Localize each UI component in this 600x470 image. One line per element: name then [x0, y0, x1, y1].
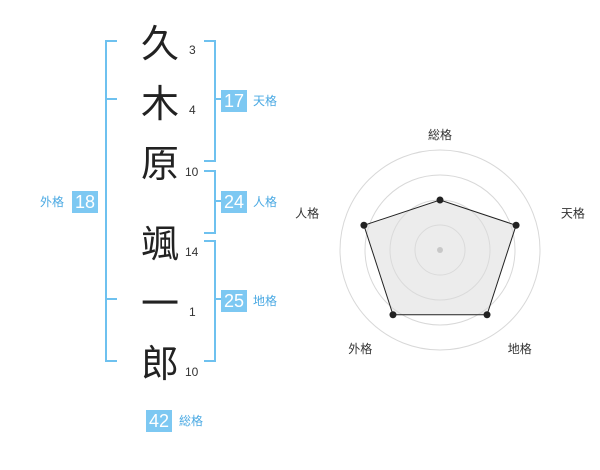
stroke-count-6: 10 — [185, 365, 199, 379]
jinkaku-label: 人格 — [253, 195, 278, 209]
name-char-1: 久 — [140, 22, 179, 66]
chikaku-label: 地格 — [253, 294, 278, 308]
radar-center-dot — [437, 247, 443, 253]
radar-axis-label-1: 総格 — [428, 127, 452, 142]
stroke-count-4: 14 — [185, 245, 199, 259]
radar-data-area — [363, 199, 517, 316]
gaikaku-bracket-tick — [105, 98, 117, 100]
soukaku-label: 総格 — [179, 414, 204, 428]
gaikaku-badge: 18 — [72, 191, 99, 213]
radar-point-1 — [436, 196, 444, 204]
gaikaku-label: 外格 — [40, 195, 65, 209]
chikaku-badge: 25 — [221, 290, 248, 312]
radar-grid-ring — [364, 174, 516, 326]
stroke-count-1: 3 — [189, 43, 196, 57]
tenkaku-bracket — [204, 40, 216, 162]
name-char-4: 颯 — [140, 222, 179, 266]
radar-axis-label-3: 地格 — [508, 341, 532, 356]
tenkaku-bracket-tick — [214, 98, 222, 100]
radar-grid-ring — [389, 199, 491, 301]
soukaku-badge: 42 — [146, 410, 173, 432]
jinkaku-bracket-tick — [214, 200, 222, 202]
stroke-count-5: 1 — [189, 305, 196, 319]
chikaku-bracket — [204, 240, 216, 362]
radar-axis-label-5: 人格 — [295, 206, 319, 221]
stroke-count-3: 10 — [185, 165, 199, 179]
radar-point-4 — [389, 311, 397, 319]
radar-axis-label-2: 天格 — [561, 206, 585, 221]
radar-point-5 — [360, 221, 368, 229]
gaikaku-bracket — [105, 40, 117, 362]
radar-axis-label-4: 外格 — [348, 341, 372, 356]
chikaku-bracket-tick — [214, 298, 222, 300]
name-char-3: 原 — [140, 142, 179, 186]
gaikaku-bracket-tick — [105, 298, 117, 300]
radar-grid-ring — [339, 149, 541, 351]
name-char-2: 木 — [140, 82, 179, 126]
name-char-6: 郎 — [140, 342, 179, 386]
stroke-count-2: 4 — [189, 103, 196, 117]
radar-point-3 — [483, 311, 491, 319]
tenkaku-label: 天格 — [253, 94, 278, 108]
radar-grid-ring — [414, 224, 466, 276]
jinkaku-bracket — [204, 170, 216, 234]
name-char-5: 一 — [140, 282, 179, 326]
jinkaku-badge: 24 — [221, 191, 248, 213]
radar-point-2 — [512, 221, 520, 229]
tenkaku-badge: 17 — [221, 90, 248, 112]
